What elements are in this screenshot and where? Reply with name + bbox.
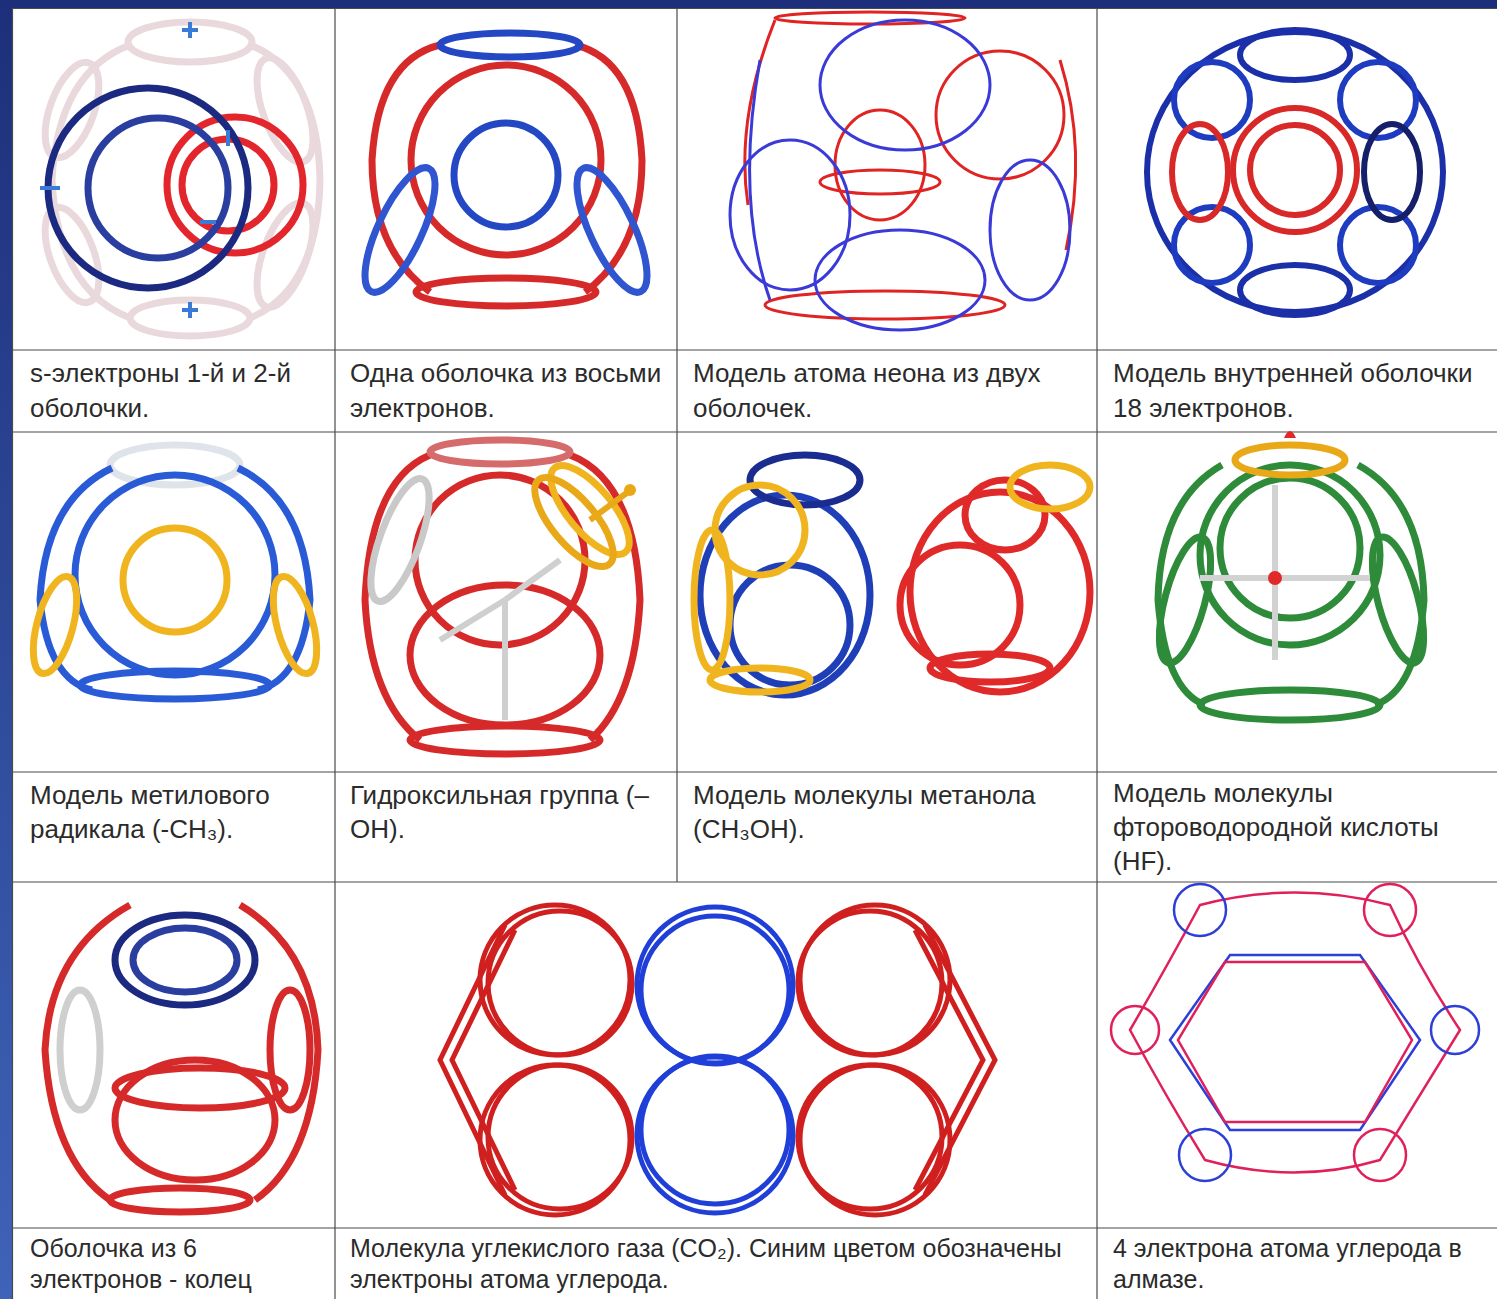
- ring-model: [694, 455, 1090, 695]
- table-cell-caption: s-электроны 1-й и 2-й оболочки.: [30, 356, 330, 426]
- table-cell-caption: 4 электрона атома углерода в алмазе.: [1113, 1233, 1493, 1295]
- ring-model: [730, 12, 1076, 330]
- ring-model: [25, 445, 326, 699]
- ring-model: [45, 905, 318, 1212]
- table-grid: [12, 8, 1497, 1299]
- table-cell-caption: Гидроксильная группа (–OH).: [350, 778, 672, 846]
- ring-model: [440, 905, 995, 1215]
- table-cell-caption: Модель метилового радикала (-CH₃).: [30, 778, 330, 846]
- table-cell-caption: Молекула углекислого газа (CO₂). Синим ц…: [350, 1233, 1090, 1295]
- table-cell-caption: Модель внутренней оболочки 18 электронов…: [1113, 356, 1493, 426]
- ring-model: [1147, 30, 1443, 315]
- ring-model: [351, 33, 660, 306]
- table-ground: [12, 8, 1497, 1299]
- table-cell-caption: Модель атома неона из двух оболочек.: [693, 356, 1091, 426]
- table-cell-caption: Модель молекулы метанола (CH₃OH).: [693, 778, 1091, 846]
- ring-model: [1111, 884, 1479, 1181]
- ring-model: [1149, 431, 1434, 720]
- ring-model: [34, 22, 324, 336]
- table-cell-caption: Модель молекулы фтороводородной кислоты …: [1113, 776, 1493, 878]
- table-cell-caption: Оболочка из 6 электронов - колец: [30, 1233, 330, 1295]
- ring-model: [359, 440, 642, 754]
- table-cell-caption: Одна оболочка из восьми электронов.: [350, 356, 672, 426]
